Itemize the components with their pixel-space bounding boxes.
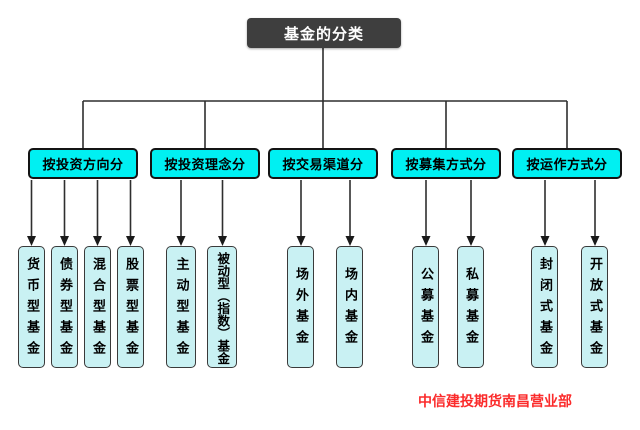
category-by-fundraising-method: 按募集方式分 [391,148,501,179]
category-by-trading-channel: 按交易渠道分 [268,148,378,179]
leaf-stock-fund: 股票型基金 [117,246,144,368]
leaf-bond-fund: 债券型基金 [51,246,78,368]
leaf-exchange-fund: 场内基金 [336,246,363,368]
leaf-open-end-fund: 开放式基金 [581,246,608,368]
leaf-public-offering-fund: 公募基金 [412,246,439,368]
root-node-title: 基金的分类 [247,18,401,48]
leaf-active-fund: 主动型基金 [166,246,196,368]
bus-lines [30,48,596,238]
leaf-closed-end-fund: 封闭式基金 [531,246,558,368]
watermark-text: 中信建投期货南昌营业部 [418,394,572,410]
leaf-passive-index-fund: 被动型（指数）基金 [207,246,237,368]
arrowheads [27,236,600,246]
category-by-investment-philosophy: 按投资理念分 [150,148,260,179]
leaf-money-market-fund: 货币型基金 [18,246,45,368]
leaf-hybrid-fund: 混合型基金 [84,246,111,368]
leaf-private-offering-fund: 私募基金 [457,246,484,368]
leaf-otc-fund: 场外基金 [287,246,314,368]
category-by-investment-direction: 按投资方向分 [28,148,138,179]
category-by-operation-mode: 按运作方式分 [512,148,622,179]
